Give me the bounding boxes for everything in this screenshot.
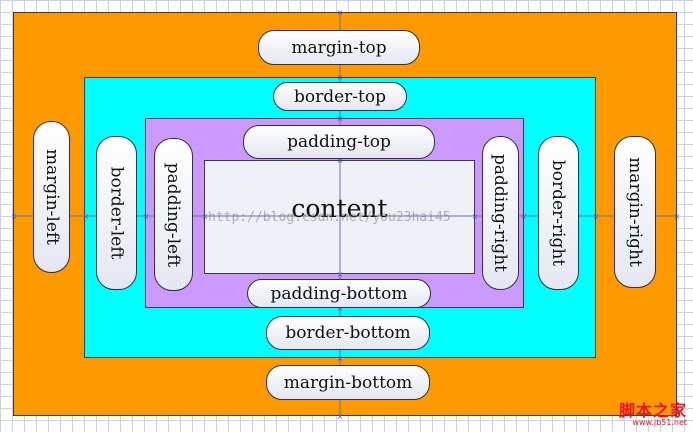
svg-text:×: × (337, 8, 344, 17)
border-bottom-label: border-bottom (266, 316, 430, 350)
padding-bottom-label: padding-bottom (247, 279, 431, 308)
border-top-label: border-top (273, 82, 407, 111)
border-left-text: border-left (106, 166, 127, 260)
svg-text:×: × (674, 212, 681, 221)
margin-right-text: margin-right (625, 157, 645, 267)
padding-top-text: padding-top (287, 132, 391, 152)
margin-top-text: margin-top (291, 37, 387, 58)
svg-text:×: × (11, 212, 18, 221)
padding-left-text: padding-left (163, 162, 184, 267)
border-right-label: border-right (538, 136, 579, 290)
svg-text:×: × (593, 212, 600, 221)
border-right-text: border-right (548, 159, 569, 267)
svg-text:×: × (337, 304, 344, 313)
margin-bottom-label: margin-bottom (266, 365, 430, 400)
svg-text:×: × (337, 114, 344, 123)
watermark-url: http://blog.csdn.net/you23hai45 (208, 210, 451, 225)
border-bottom-text: border-bottom (285, 323, 411, 343)
margin-left-text: margin-left (41, 148, 62, 246)
margin-bottom-text: margin-bottom (283, 372, 413, 393)
svg-text:×: × (337, 354, 344, 363)
svg-text:×: × (143, 212, 150, 221)
padding-right-label: padding-right (482, 136, 519, 290)
svg-text:×: × (83, 212, 90, 221)
svg-text:×: × (337, 73, 344, 82)
padding-left-label: padding-left (154, 138, 193, 291)
svg-text:×: × (202, 212, 209, 221)
margin-left-label: margin-left (33, 121, 70, 273)
svg-text:×: × (337, 156, 344, 165)
site-logo-text: 脚本之家 (618, 401, 687, 421)
svg-text:×: × (472, 212, 479, 221)
padding-top-label: padding-top (243, 125, 435, 159)
svg-text:×: × (337, 412, 344, 421)
border-left-label: border-left (96, 136, 137, 290)
padding-right-text: padding-right (490, 153, 511, 273)
padding-bottom-text: padding-bottom (270, 283, 408, 304)
margin-top-label: margin-top (258, 30, 420, 65)
margin-right-label: margin-right (614, 136, 656, 288)
content-label: content (291, 194, 388, 223)
site-logo-url: www.jb51.net (632, 418, 687, 428)
svg-text:×: × (337, 270, 344, 279)
svg-text:×: × (521, 212, 528, 221)
site-logo: 脚本之家 www.jb51.net (619, 403, 687, 428)
border-top-text: border-top (293, 86, 386, 107)
